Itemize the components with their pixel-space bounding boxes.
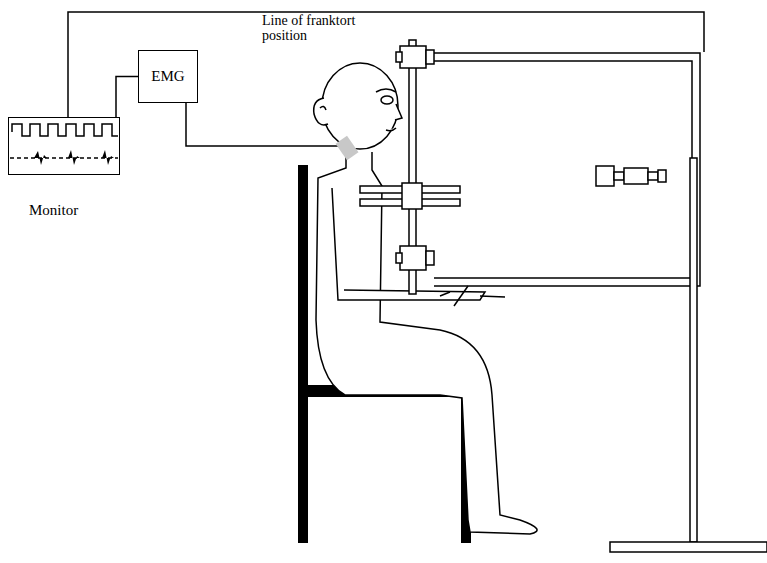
square-wave xyxy=(12,124,118,136)
box-caption: Monitor xyxy=(29,202,78,219)
wire xyxy=(68,12,704,117)
signal-wire xyxy=(116,77,138,118)
stand xyxy=(610,158,767,552)
box-label: EMG xyxy=(151,68,184,85)
emg-trace xyxy=(10,157,118,159)
electrode xyxy=(336,136,359,160)
pen xyxy=(454,286,468,306)
monitor-box: Monitor xyxy=(8,117,120,175)
jaw-tracking-frame xyxy=(360,40,700,294)
person xyxy=(314,63,537,534)
emg-box: EMG xyxy=(138,50,198,103)
emg-spikes xyxy=(34,150,114,165)
annotation-label: Line of franktort position xyxy=(262,14,358,43)
